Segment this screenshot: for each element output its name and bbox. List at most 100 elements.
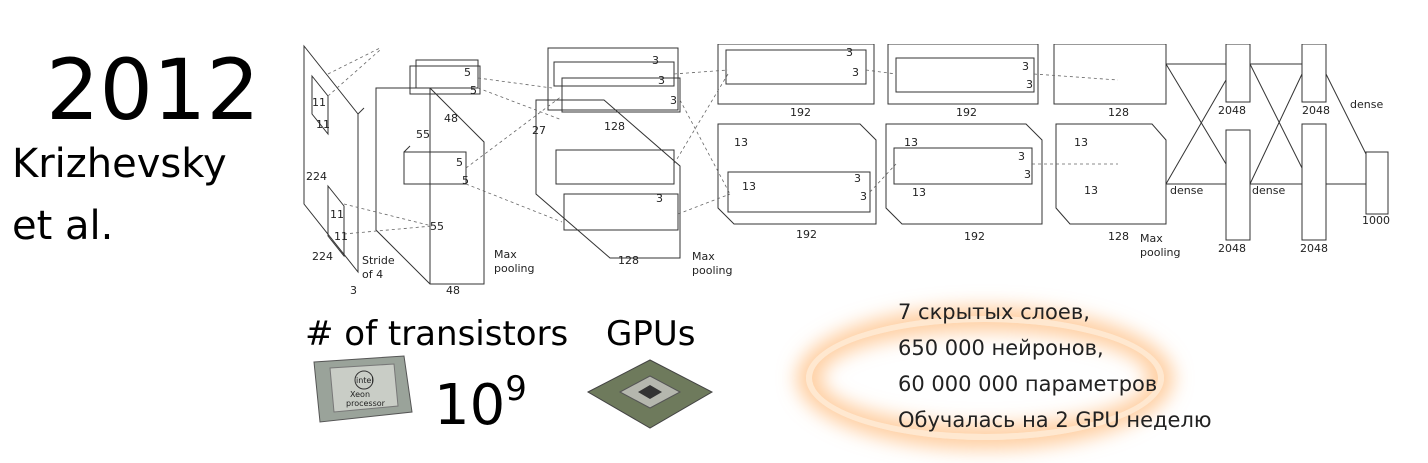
conv2-depth-label: 128 [618, 254, 639, 267]
dense-label: dense [1252, 184, 1285, 197]
dense3-output [1365, 151, 1389, 215]
conv2-kernel-bottom-1 [555, 149, 675, 185]
cpu-chip-brand: intel [356, 376, 374, 385]
author-etal: et al. [12, 203, 114, 249]
conv2-kernel-top-2 [561, 77, 681, 113]
author-name: Krizhevsky [12, 141, 227, 187]
conv2-volume [535, 99, 681, 259]
dense2-bottom [1301, 123, 1327, 241]
dense-units-label: 2048 [1218, 104, 1246, 117]
input-depth-label: 3 [350, 284, 357, 294]
input-kernel-top [311, 74, 329, 136]
stride-label: of 4 [362, 268, 383, 281]
stats-line-layers: 7 скрытых слоев, [898, 300, 1090, 324]
pool-label: pooling [494, 262, 535, 275]
conv2-top-block [547, 47, 679, 111]
input-dim-label: 224 [312, 250, 333, 263]
conv3-top-block [717, 44, 875, 105]
conv4-kernel-bottom [893, 147, 1033, 185]
pool-label: pooling [1140, 246, 1181, 259]
conv2-kernel-top-1 [553, 61, 675, 87]
conv2-kernel-label: 3 [658, 74, 665, 87]
conv4-kernel-label: 3 [1026, 78, 1033, 91]
conv1-size-label: 55 [416, 128, 430, 141]
alexnet-architecture-diagram: 11 11 224 11 11 224 Stride of 4 3 5 5 55… [303, 44, 1390, 294]
cpu-chip-type: processor [346, 399, 386, 408]
conv2-kernel-bottom-2 [563, 193, 679, 231]
cpu-chip-model: Xeon [350, 390, 370, 399]
conv1-size-label: 55 [430, 220, 444, 233]
transistor-count: 109 [434, 372, 527, 434]
cpu-chip-icon: intel Xeon processor [313, 355, 413, 423]
input-kernel-label: 11 [316, 118, 330, 131]
conv4-kernel-label: 3 [1022, 60, 1029, 73]
input-volume [303, 44, 359, 274]
conv3-kernel-label: 3 [852, 66, 859, 79]
conv1-kernel-label: 5 [464, 66, 471, 79]
conv1-depth-label: 48 [444, 112, 458, 125]
conv1-kernel-label: 5 [462, 174, 469, 187]
conv2-size-label: 27 [532, 124, 546, 137]
input-kernel-label: 11 [334, 230, 348, 243]
conv3-kernel-label: 3 [860, 190, 867, 203]
conv4-volume [885, 123, 1043, 225]
dense1-top [1225, 44, 1251, 103]
conv4-kernel-label: 3 [1018, 150, 1025, 163]
year-title: 2012 [46, 41, 260, 139]
dense1-bottom [1225, 129, 1251, 241]
conv5-size-label: 13 [1074, 136, 1088, 149]
conv4-kernel-label: 3 [1024, 168, 1031, 181]
input-kernel-bottom [327, 184, 345, 258]
conv3-volume [717, 123, 877, 225]
conv5-top-block [1053, 44, 1167, 105]
dense-units-label: 1000 [1362, 214, 1390, 227]
gpu-chip-icon [586, 359, 714, 429]
stats-line-params: 60 000 000 параметров [898, 372, 1158, 396]
conv3-kernel-label: 3 [846, 46, 853, 59]
conv2-kernel-label: 3 [670, 94, 677, 107]
conv5-depth-label: 128 [1108, 106, 1129, 119]
conv1-kernel-label: 5 [456, 156, 463, 169]
conv4-size-label: 13 [904, 136, 918, 149]
conv3-depth-label: 192 [790, 106, 811, 119]
conv4-depth-label: 192 [956, 106, 977, 119]
conv5-depth-label: 128 [1108, 230, 1129, 243]
dense2-top [1301, 44, 1327, 103]
conv1-depth-label: 48 [446, 284, 460, 294]
pool-label: pooling [692, 264, 733, 277]
conv3-kernel-top [725, 49, 867, 85]
conv4-kernel-top [895, 57, 1035, 93]
highlight-glow [806, 316, 1164, 440]
dense-units-label: 2048 [1302, 104, 1330, 117]
conv2-kernel-label: 3 [656, 192, 663, 205]
dense-units-label: 2048 [1300, 242, 1328, 255]
conv2-kernel-label: 3 [652, 54, 659, 67]
conv3-size-label: 13 [742, 180, 756, 193]
conv1-top-block [409, 65, 481, 95]
pool-label: Max [1140, 232, 1163, 245]
conv3-depth-label: 192 [796, 228, 817, 241]
pool-label: Max [494, 248, 517, 261]
conv3-size-label: 13 [734, 136, 748, 149]
transistor-count-base: 10 [434, 373, 506, 438]
stats-line-training: Обучалась на 2 GPU неделю [898, 408, 1212, 432]
input-kernel-label: 11 [312, 96, 326, 109]
conv4-size-label: 13 [912, 186, 926, 199]
conv3-kernel-bottom [727, 171, 871, 213]
conv3-kernel-label: 3 [854, 172, 861, 185]
conv1-kernel-label: 5 [470, 84, 477, 97]
network-stats: 7 скрытых слоев, 650 000 нейронов, 60 00… [898, 294, 1212, 438]
conv4-top-block [887, 44, 1039, 105]
dense-units-label: 2048 [1218, 242, 1246, 255]
conv4-depth-label: 192 [964, 230, 985, 243]
gpus-label: GPUs [606, 314, 696, 354]
transistors-label: # of transistors [305, 314, 569, 354]
dense-label: dense [1170, 184, 1203, 197]
conv5-volume [1055, 123, 1167, 225]
transistor-count-exponent: 9 [505, 369, 527, 409]
conv2-depth-label: 128 [604, 120, 625, 133]
input-dim-label: 224 [306, 170, 327, 183]
input-kernel-label: 11 [330, 208, 344, 221]
stride-label: Stride [362, 254, 395, 267]
pool-label: Max [692, 250, 715, 263]
